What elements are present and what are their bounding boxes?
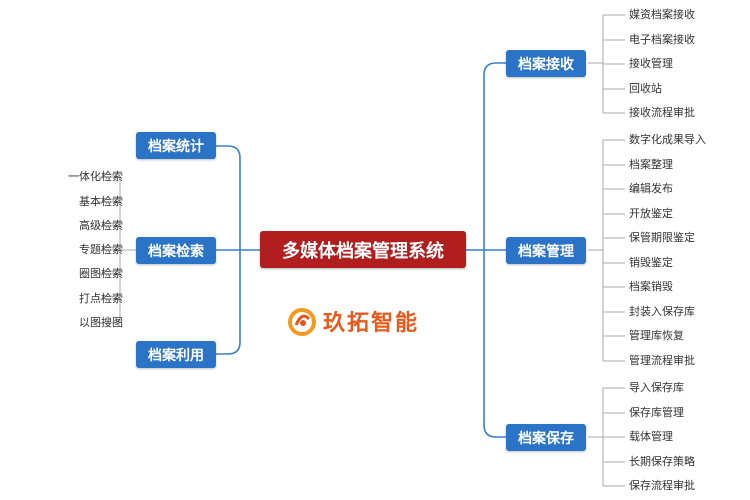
leaf-manage-10: 管理流程审批 — [629, 354, 695, 367]
branch-statistics: 档案统计 — [136, 132, 216, 159]
leaf-manage-1: 数字化成果导入 — [629, 133, 706, 146]
leaf-preserve-3: 载体管理 — [629, 430, 673, 443]
leaf-receive-4: 回收站 — [629, 82, 662, 95]
leaf-receive-1: 媒资档案接收 — [629, 8, 695, 21]
leaf-preserve-2: 保存库管理 — [629, 406, 684, 419]
root-node: 多媒体档案管理系统 — [260, 231, 466, 268]
leaf-manage-9: 管理库恢复 — [629, 329, 684, 342]
leaf-preserve-4: 长期保存策略 — [629, 455, 695, 468]
branch-utilization: 档案利用 — [136, 341, 216, 368]
leaf-retrieval-5: 圈图检索 — [79, 267, 123, 280]
brand-logo: 玖拓智能 — [287, 305, 419, 337]
leaf-receive-5: 接收流程审批 — [629, 106, 695, 119]
leaf-manage-2: 档案整理 — [629, 158, 673, 171]
leaf-retrieval-4: 专题检索 — [79, 243, 123, 256]
brand-mark-icon — [288, 308, 316, 336]
leaf-manage-3: 编辑发布 — [629, 182, 673, 195]
leaf-retrieval-2: 基本检索 — [79, 195, 123, 208]
leaf-manage-4: 开放鉴定 — [629, 207, 673, 220]
leaf-preserve-5: 保存流程审批 — [629, 479, 695, 492]
brand-name: 玖拓智能 — [323, 311, 420, 336]
leaf-retrieval-1: 一体化检索 — [68, 170, 123, 183]
branch-manage: 档案管理 — [506, 237, 586, 264]
leaf-manage-8: 封装入保存库 — [629, 305, 695, 318]
leaf-manage-5: 保管期限鉴定 — [629, 231, 695, 244]
leaf-receive-2: 电子档案接收 — [629, 33, 695, 46]
branch-retrieval: 档案检索 — [136, 237, 216, 264]
leaf-manage-6: 销毁鉴定 — [629, 256, 673, 269]
leaf-manage-7: 档案销毁 — [629, 280, 673, 293]
leaf-retrieval-6: 打点检索 — [79, 292, 123, 305]
leaf-receive-3: 接收管理 — [629, 57, 673, 70]
branch-preserve: 档案保存 — [506, 424, 586, 451]
leaf-retrieval-3: 高级检索 — [79, 219, 123, 232]
branch-receive: 档案接收 — [506, 50, 586, 77]
leaf-retrieval-7: 以图搜图 — [79, 316, 123, 329]
leaf-preserve-1: 导入保存库 — [629, 381, 684, 394]
